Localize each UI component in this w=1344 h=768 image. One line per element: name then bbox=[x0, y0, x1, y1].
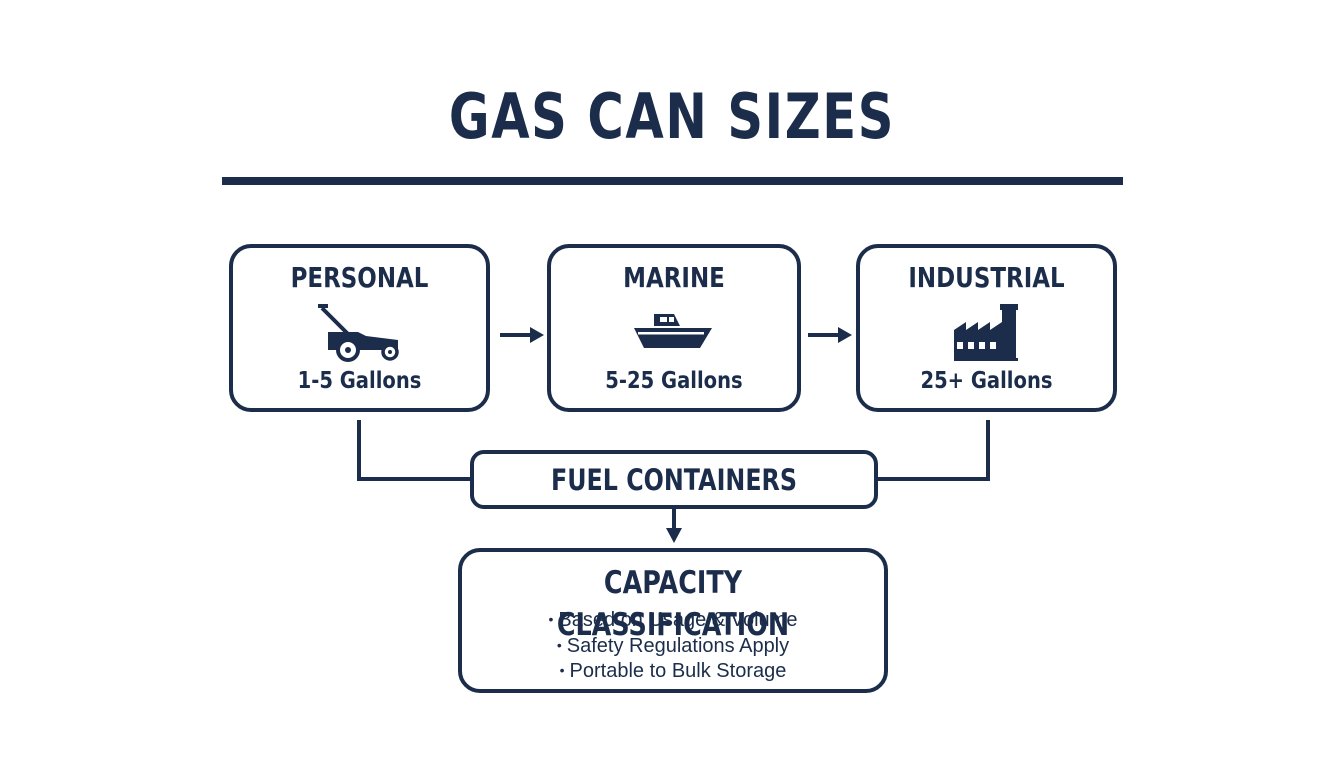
category-range: 5-25 Gallons bbox=[605, 368, 743, 394]
diagram-title: GAS CAN SIZES bbox=[448, 80, 896, 153]
category-title: PERSONAL bbox=[290, 261, 429, 294]
bullet-text: Safety Regulations Apply bbox=[566, 634, 790, 657]
bullet-dot: • bbox=[559, 662, 565, 678]
category-card-industrial: INDUSTRIAL 25+ Gallons bbox=[856, 244, 1117, 412]
category-card-marine: MARINE 5-25 Gallons bbox=[547, 244, 801, 412]
bullet-text: Portable to Bulk Storage bbox=[569, 660, 787, 682]
classification-bullet: •Portable to Bulk Storage bbox=[462, 658, 884, 684]
connector-personal-to-hub bbox=[357, 420, 472, 481]
hub-label: FUEL CONTAINERS bbox=[550, 462, 797, 497]
category-card-personal: PERSONAL 1-5 Gallons bbox=[229, 244, 490, 412]
bullet-dot: • bbox=[556, 636, 562, 653]
boat-icon bbox=[634, 314, 712, 348]
connector-industrial-to-hub bbox=[876, 420, 990, 481]
factory-icon bbox=[953, 304, 1018, 361]
category-title: INDUSTRIAL bbox=[908, 261, 1065, 294]
title-divider bbox=[222, 177, 1123, 185]
classification-bullet: •Safety Regulations Apply bbox=[462, 633, 884, 659]
classification-bullet-list: •Based on Usage & Volume •Safety Regulat… bbox=[462, 607, 884, 684]
arrowhead-marine bbox=[530, 327, 544, 343]
classification-title: CAPACITY CLASSIFICATION bbox=[556, 565, 790, 643]
bullet-text: Based on Usage & Volume bbox=[558, 609, 798, 631]
fuel-containers-hub: FUEL CONTAINERS bbox=[470, 450, 878, 509]
lawn-mower-icon bbox=[317, 304, 399, 362]
arrowhead-industrial bbox=[838, 327, 852, 343]
arrowhead-classification bbox=[666, 528, 682, 543]
category-title: MARINE bbox=[623, 261, 725, 294]
category-range: 25+ Gallons bbox=[920, 368, 1053, 394]
capacity-classification-box: CAPACITY CLASSIFICATION •Based on Usage … bbox=[458, 548, 888, 693]
bullet-dot: • bbox=[548, 611, 554, 627]
category-range: 1-5 Gallons bbox=[297, 368, 422, 394]
classification-bullet: •Based on Usage & Volume bbox=[462, 607, 884, 633]
